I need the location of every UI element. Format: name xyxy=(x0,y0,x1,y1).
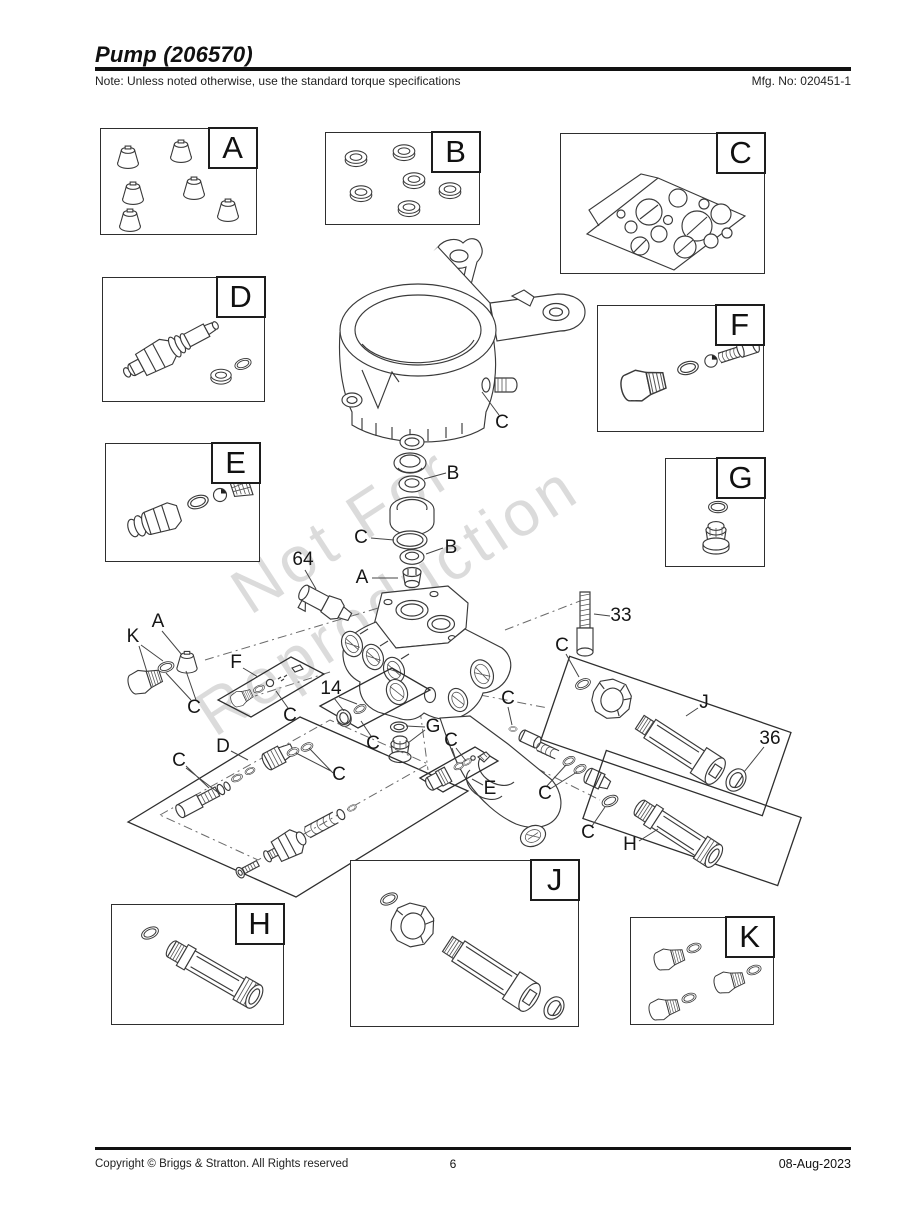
unloader-valve-icon xyxy=(122,321,254,385)
bolt-33-drawing xyxy=(576,591,594,657)
callout-c: C xyxy=(444,730,458,751)
page-title: Pump (206570) xyxy=(95,42,253,67)
torque-note: Note: Unless noted otherwise, use the st… xyxy=(95,74,461,88)
callout-c: C xyxy=(187,697,201,718)
footer-date: 08-Aug-2023 xyxy=(778,1157,851,1171)
box-label-f: F xyxy=(714,304,765,347)
callout-f: F xyxy=(230,652,242,673)
part-box-d: D xyxy=(102,276,266,402)
box-label-e: E xyxy=(210,442,261,485)
title-rule xyxy=(95,67,851,71)
seal-stack-drawing xyxy=(389,433,435,589)
callout-c: C xyxy=(538,783,552,804)
callout-h: H xyxy=(623,834,637,855)
callout-d: D xyxy=(216,736,230,757)
unloader-d-diamond-drawing xyxy=(126,716,470,898)
box-label-c: C xyxy=(715,132,766,175)
callout-e: E xyxy=(483,778,497,799)
callout-g: G xyxy=(425,716,441,737)
callout-leader-lines xyxy=(138,391,765,842)
callout-b: B xyxy=(444,537,458,558)
outlet-tube-j-diamond-drawing xyxy=(540,655,792,817)
box-label-h: H xyxy=(234,903,285,946)
callout-b: B xyxy=(446,463,460,484)
outlet-tube-j-icon xyxy=(378,889,565,1020)
outlet-tube-h-icon xyxy=(139,923,264,1009)
part-box-j: J xyxy=(350,859,580,1027)
callout-36: 36 xyxy=(759,728,781,749)
callout-c: C xyxy=(332,764,346,785)
box-label-d: D xyxy=(215,276,266,319)
part-box-a: A xyxy=(100,127,258,235)
callout-33: 33 xyxy=(610,605,632,626)
footer-copyright: Copyright © Briggs & Stratton. All Right… xyxy=(95,1158,349,1170)
manifold-drawing xyxy=(340,585,562,848)
plug-g-drawing xyxy=(388,721,412,764)
mfg-number: Mfg. No: 020451-1 xyxy=(751,74,851,88)
plug-k-and-nut-a-drawing xyxy=(124,650,198,698)
kit-f-diamond-drawing xyxy=(216,656,326,718)
callout-c: C xyxy=(581,822,595,843)
callout-14: 14 xyxy=(320,678,342,699)
gasket-kit-sheet-icon xyxy=(585,173,747,271)
part-box-e: E xyxy=(105,442,261,562)
seals-14-diamond-drawing xyxy=(318,667,432,729)
part-box-f: F xyxy=(597,304,765,432)
kit-e-diamond-drawing xyxy=(418,746,500,793)
plug-kit-icons xyxy=(702,500,730,555)
box-label-b: B xyxy=(430,131,481,174)
callout-k: K xyxy=(126,626,140,647)
box-label-g: G xyxy=(715,457,766,500)
callout-c: C xyxy=(555,635,569,656)
callout-c: C xyxy=(283,705,297,726)
part-box-g: G xyxy=(665,457,766,567)
pump-housing-drawing xyxy=(338,238,586,443)
callout-c: C xyxy=(501,688,515,709)
outlet-tube-h-diamond-drawing xyxy=(582,749,802,887)
box-label-j: J xyxy=(529,859,580,902)
box-label-a: A xyxy=(207,127,258,170)
footer-rule xyxy=(95,1147,851,1150)
part-box-c: C xyxy=(560,132,766,274)
callout-c: C xyxy=(366,733,380,754)
valve-parts-row-drawing xyxy=(508,726,612,790)
callout-a: A xyxy=(151,611,165,632)
callout-a: A xyxy=(355,567,369,588)
box-label-k: K xyxy=(724,916,775,959)
footer-page-number: 6 xyxy=(449,1157,457,1171)
part-box-h: H xyxy=(111,903,285,1025)
callout-c: C xyxy=(495,412,509,433)
callout-c: C xyxy=(172,750,186,771)
callout-j: J xyxy=(699,692,709,713)
fitting-64-drawing xyxy=(297,584,353,622)
callout-64: 64 xyxy=(292,549,314,570)
callout-c: C xyxy=(354,527,368,548)
part-box-b: B xyxy=(325,131,481,225)
part-box-k: K xyxy=(630,916,775,1025)
